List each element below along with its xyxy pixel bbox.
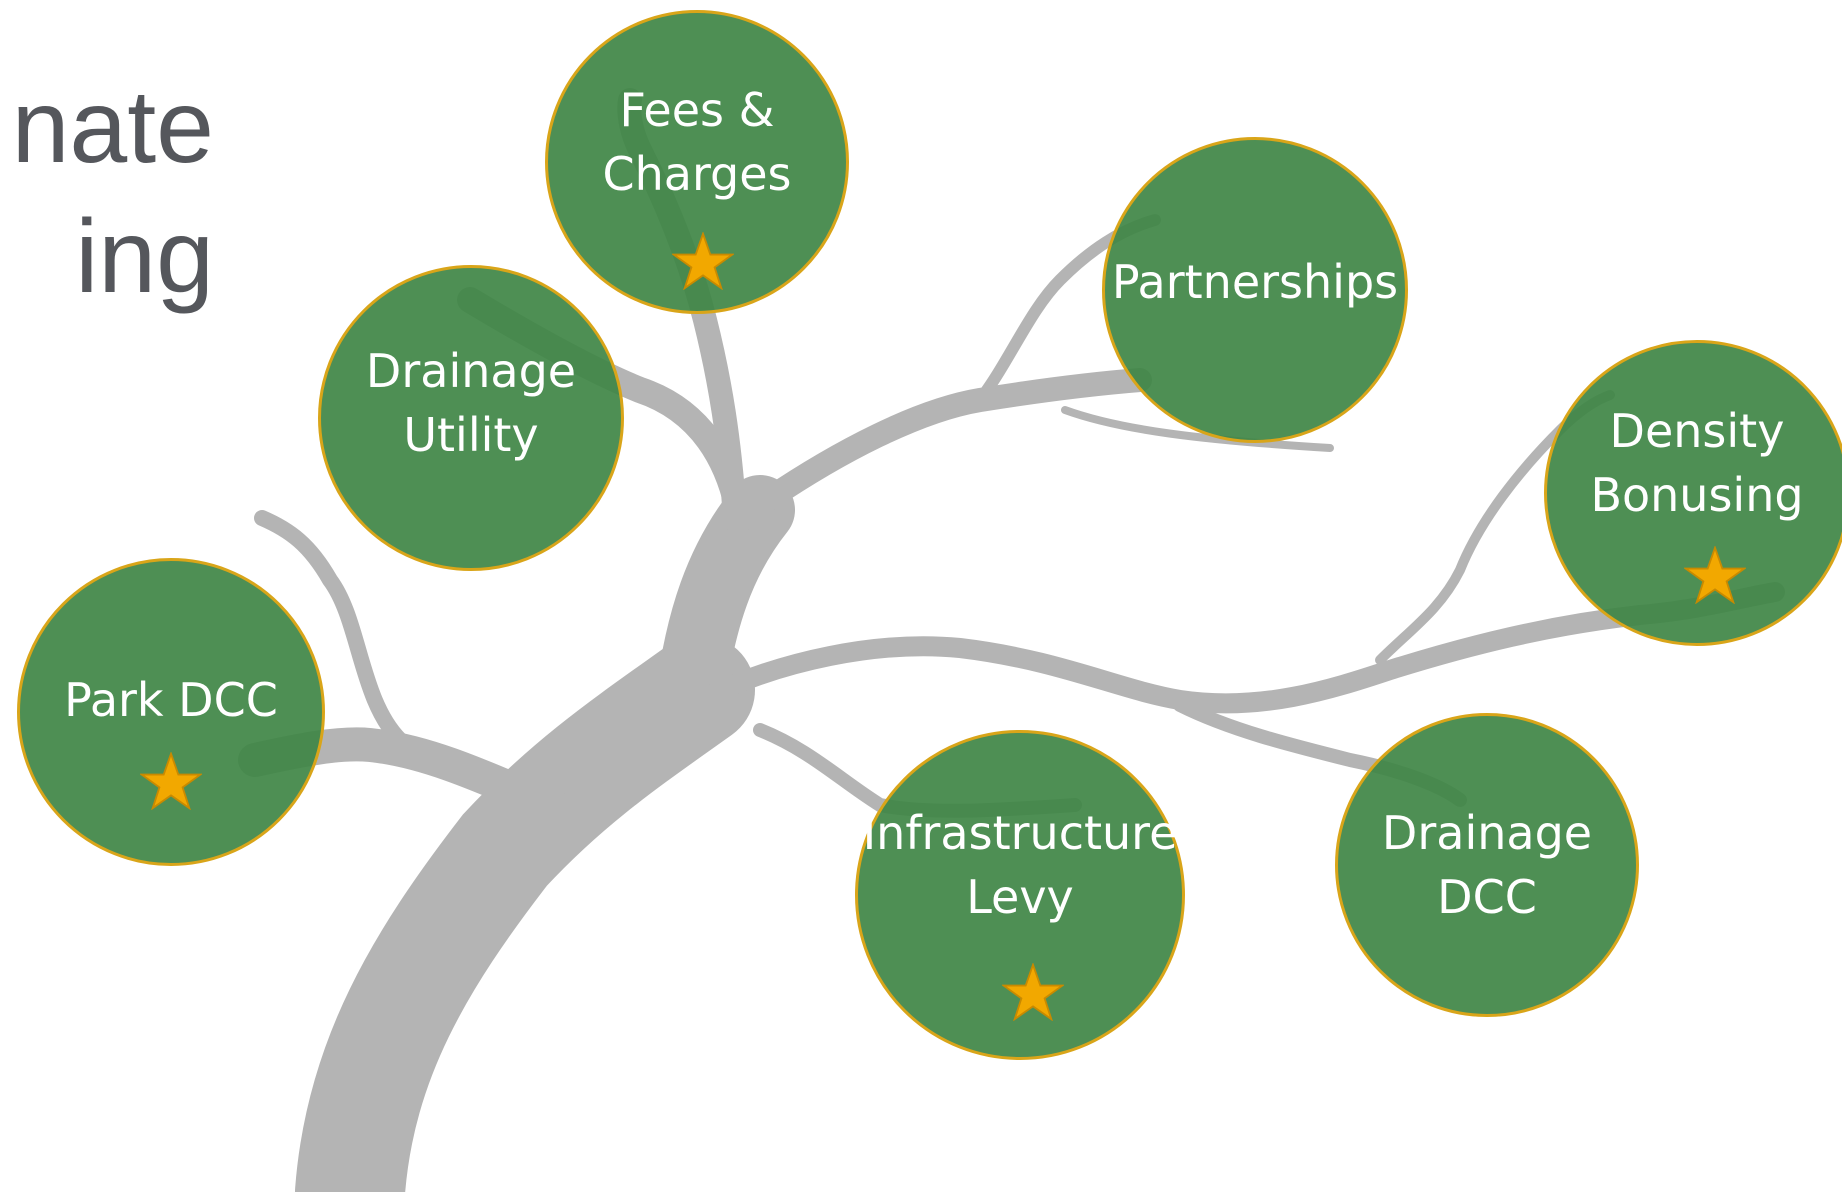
star-icon [672, 232, 734, 290]
node-label-line: Bonusing [1590, 468, 1804, 522]
branch-left-up [254, 510, 408, 748]
star-icon [140, 752, 202, 810]
title-line-1: nate [11, 69, 214, 185]
title-line-2: ing [75, 199, 214, 315]
node-label-line: Charges [602, 147, 792, 201]
star-icon [1002, 963, 1064, 1021]
node-label-line: Drainage [1381, 806, 1593, 860]
tree-trunk [295, 635, 755, 1192]
node-drainage-dcc[interactable]: Drainage DCC [1335, 713, 1639, 1017]
node-label-line: Drainage [365, 344, 577, 398]
star-icon [1684, 546, 1746, 604]
node-label-line: Partnerships [1111, 255, 1399, 309]
node-label-line: Infrastructure [862, 806, 1178, 860]
node-drainage-utility[interactable]: Drainage Utility [318, 265, 624, 571]
node-fees-charges[interactable]: Fees & Charges [545, 10, 849, 314]
node-label-line: Park DCC [64, 673, 278, 727]
node-label-line: Utility [403, 408, 539, 462]
node-label-line: Fees & [619, 83, 775, 137]
node-label-line: Levy [966, 870, 1074, 924]
branch-right-upper [748, 368, 1152, 517]
node-label-line: Density [1609, 404, 1785, 458]
branch-right-upper-tip [1061, 406, 1334, 452]
slide-title: nate ing [0, 62, 214, 322]
node-density-bonusing[interactable]: Density Bonusing [1544, 340, 1842, 646]
node-park-dcc[interactable]: Park DCC [17, 558, 325, 866]
node-label-line: DCC [1437, 870, 1537, 924]
node-partnerships[interactable]: Partnerships [1102, 137, 1408, 443]
